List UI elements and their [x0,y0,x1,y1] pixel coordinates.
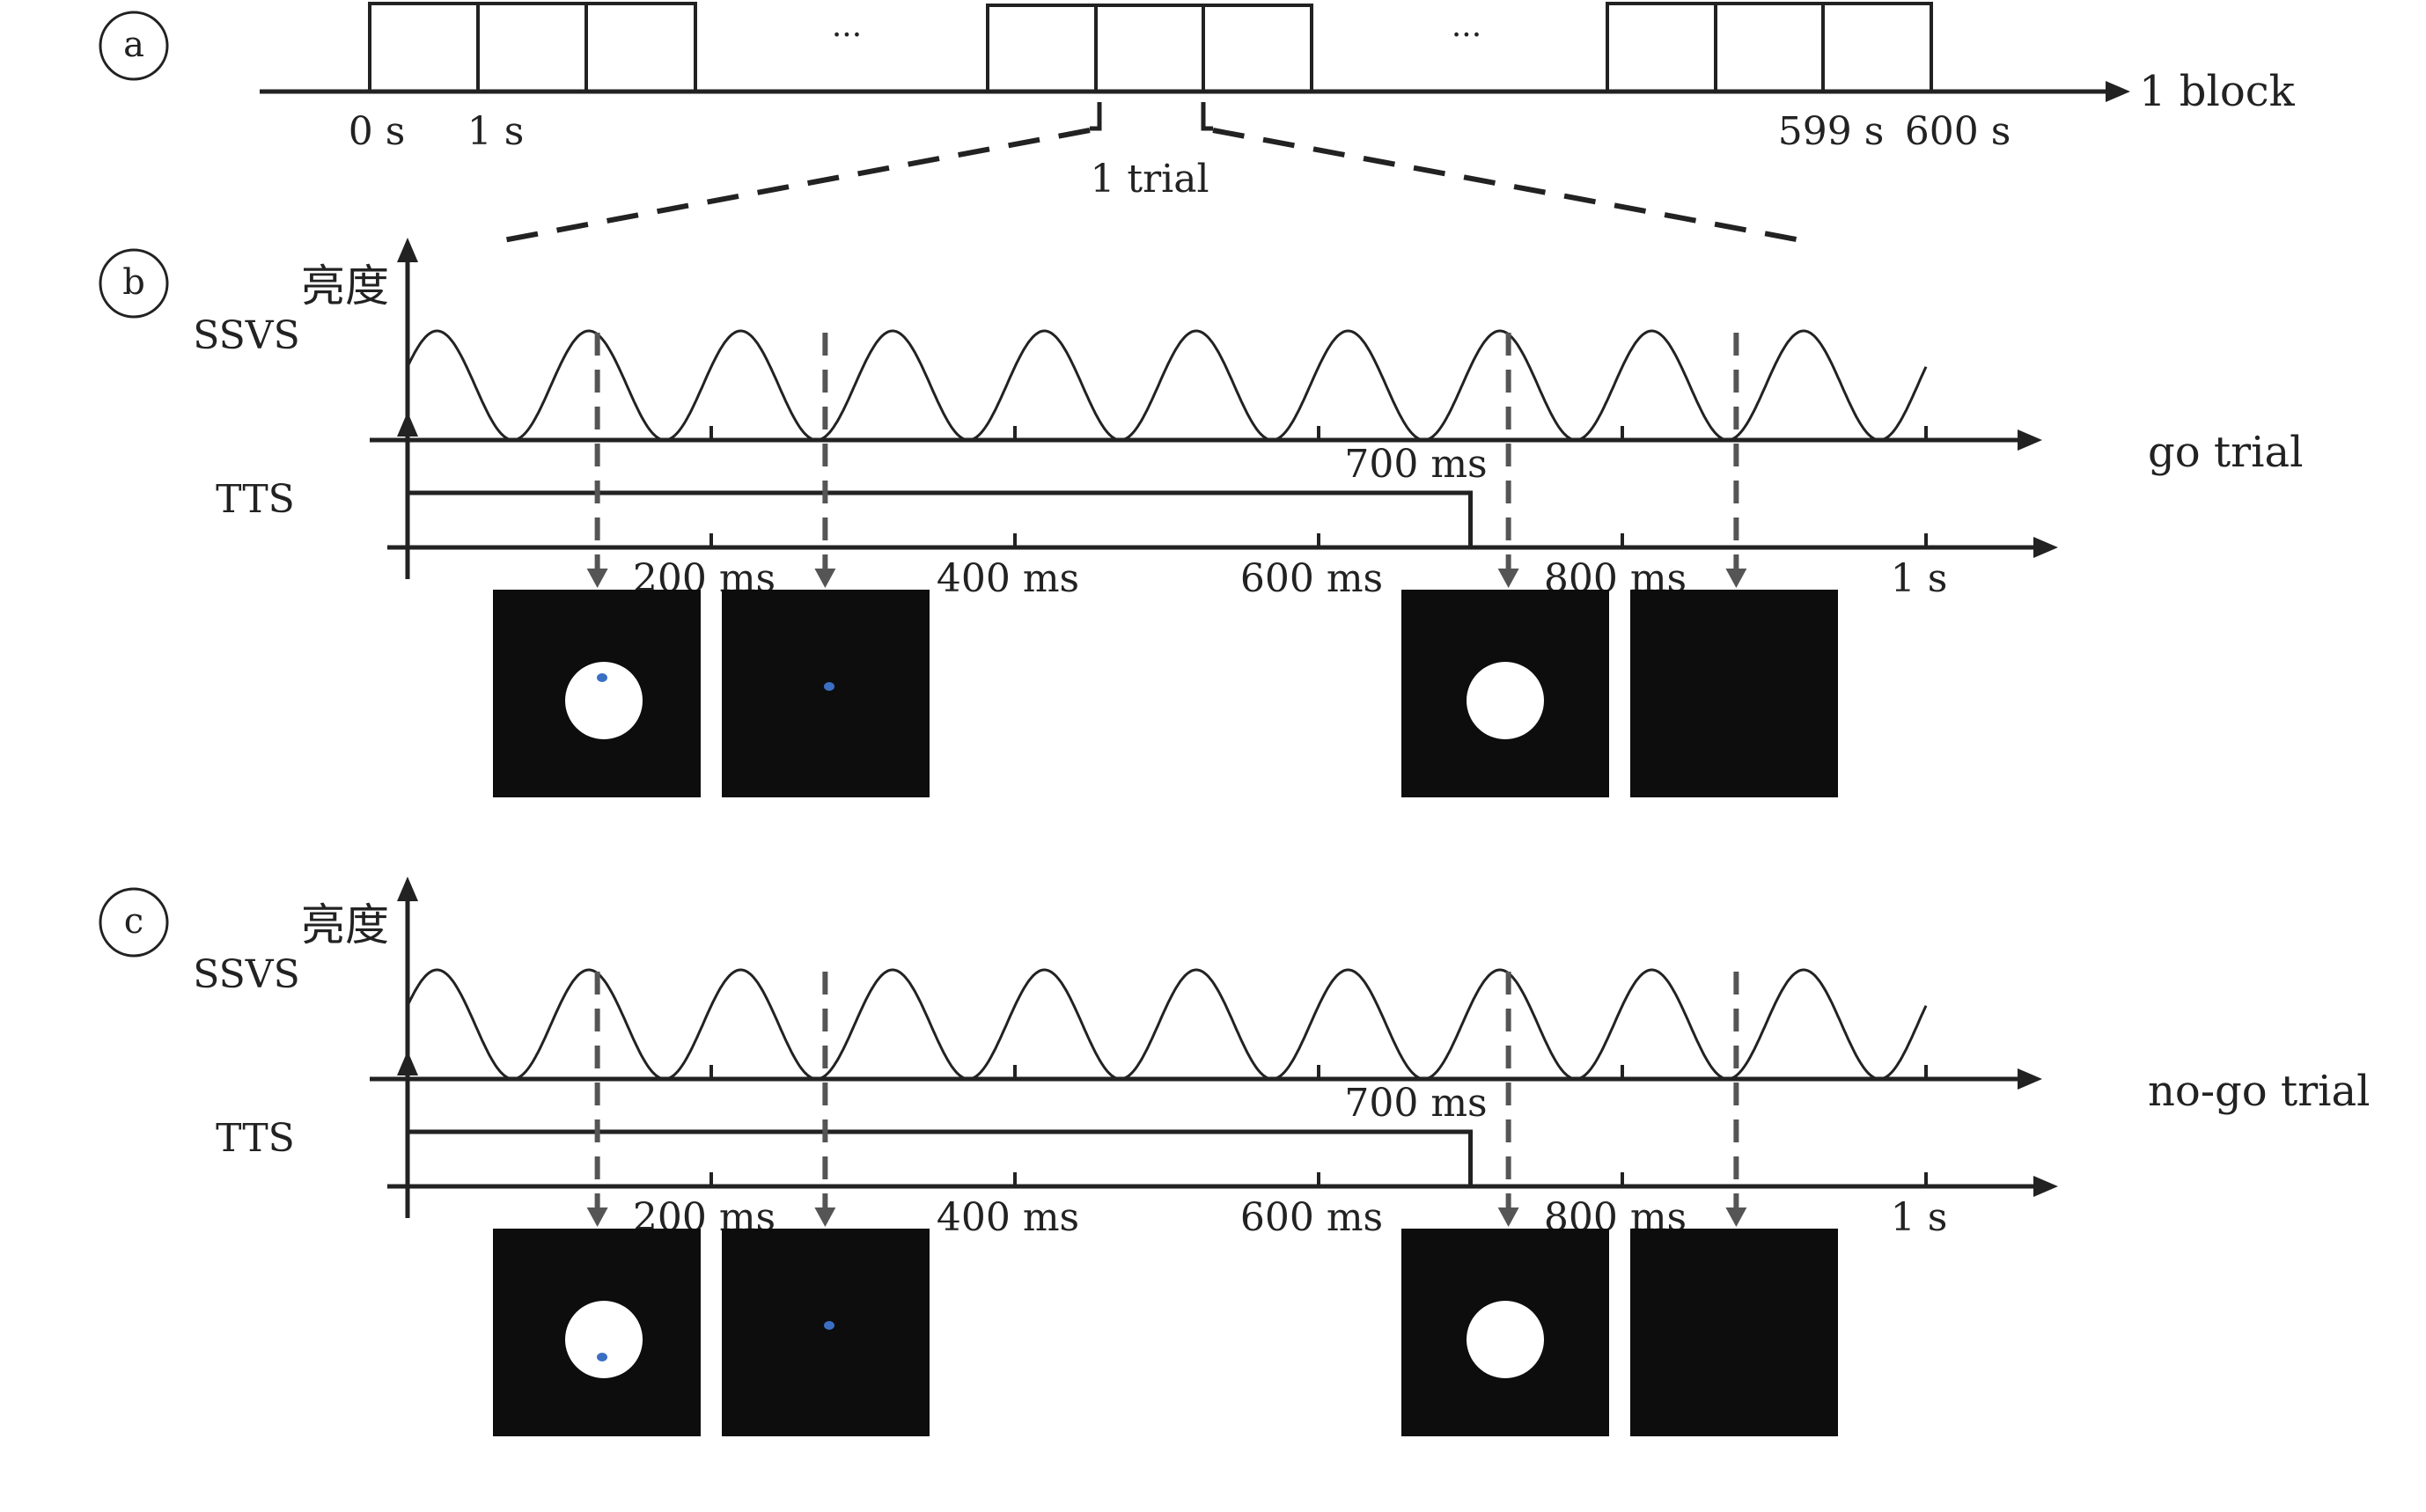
stimulus-circle-only [1401,1229,1609,1436]
zoom-line-right [1212,128,1816,246]
time-label-1s: 1 s [467,109,525,154]
ssvs-label: SSVS [193,313,299,358]
tts-step [408,490,1473,547]
drop-arrowhead [1725,569,1747,588]
panel-letter: b [122,262,145,303]
stimulus-circle [1467,662,1544,739]
tts-label: TTS [216,477,295,522]
panel-a-letter: a [123,25,144,65]
trial-boxes-end [1606,2,1933,92]
drop-arrowhead [1725,1207,1747,1227]
panel-badge [99,248,169,319]
tick-label: 1 s [1891,556,1948,601]
ssvs-y-arrowhead [397,877,418,901]
drop-arrowhead [1497,569,1519,588]
stimulus-dot [824,682,834,691]
stimulus-circle [565,1301,643,1378]
block-axis-arrowhead [2106,81,2130,102]
drop-arrowhead [814,569,836,588]
tts-step [408,1129,1473,1186]
ssvs-waveform [406,329,1928,442]
stimulus-circle-with-dot [493,590,701,797]
stimulus-circle-with-dot [493,1229,701,1436]
stimulus-background [1630,1229,1838,1436]
stimulus-dot-only [722,590,930,797]
trial-label: 1 trial [1090,157,1209,202]
zoom-line-left [489,128,1091,246]
stimulus-circle [1467,1301,1544,1378]
stimulus-background [722,590,930,797]
drop-arrowhead [814,1207,836,1227]
time-label-600s: 600 s [1905,109,2011,154]
stimulus-blank [1630,1229,1838,1436]
tick-label: 600 ms [1240,556,1383,601]
tts-y-arrowhead [397,412,418,437]
stimulus-circle [565,662,643,739]
tts-marker-label: 700 ms [1344,442,1487,487]
trial-type-label: no-go trial [2148,1067,2370,1116]
drop-arrowhead [1497,1207,1519,1227]
stimulus-blank [1630,590,1838,797]
ssvs-x-arrowhead [2018,429,2042,451]
trial-bracket-right [1201,102,1213,131]
block-label: 1 block [2139,67,2296,116]
tts-label: TTS [216,1116,295,1161]
ssvs-waveform [406,968,1928,1081]
trial-type-label: go trial [2148,428,2303,477]
tts-x-arrowhead [2033,1176,2058,1197]
trial-bracket-left [1090,102,1102,131]
tick-label: 400 ms [937,556,1079,601]
tts-marker-label: 700 ms [1344,1081,1487,1126]
time-label-599s: 599 s [1778,109,1885,154]
stimulus-background [1630,590,1838,797]
tick-label: 600 ms [1240,1195,1383,1240]
stimulus-dot-only [722,1229,930,1436]
panel-badge [99,887,169,958]
luminance-label: 亮度 [301,899,389,951]
trial-boxes-start [368,2,697,92]
tick-label: 400 ms [937,1195,1079,1240]
ellipsis-1: ··· [832,18,862,54]
ssvs-label: SSVS [193,952,299,997]
panel-letter: c [124,901,143,942]
stimulus-dot [597,673,607,682]
drop-arrowhead [586,569,608,588]
tts-y-arrowhead [397,1051,418,1075]
stimulus-dot [597,1353,607,1362]
stimulus-dot [824,1321,834,1330]
panel-a-badge [99,11,169,81]
luminance-label: 亮度 [301,261,389,312]
time-label-0s: 0 s [349,109,406,154]
ssvs-x-arrowhead [2018,1068,2042,1090]
stimulus-background [722,1229,930,1436]
ellipsis-2: ··· [1452,18,1481,54]
stimulus-circle-only [1401,590,1609,797]
trial-boxes-middle [986,4,1313,92]
drop-arrowhead [586,1207,608,1227]
ssvs-y-arrowhead [397,238,418,262]
panel-a: a ··· ··· 0 s 1 s 599 s 600 s 1 block [99,2,2296,246]
tick-label: 1 s [1891,1195,1948,1240]
tts-x-arrowhead [2033,537,2058,558]
